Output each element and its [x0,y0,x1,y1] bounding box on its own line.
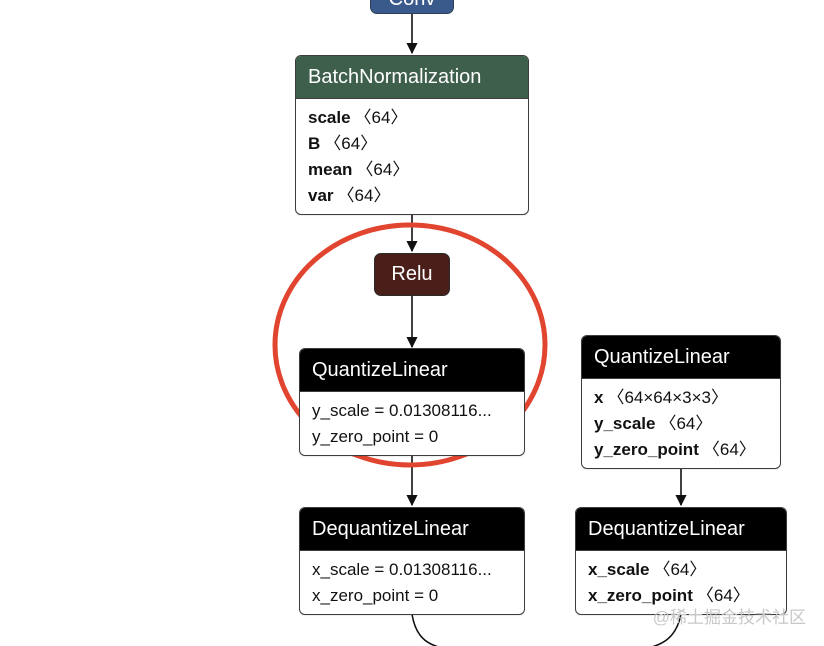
edge-outgoing-left [411,613,438,646]
quantize-right-node[interactable]: QuantizeLinear x〈64×64×3×3〉 y_scale〈64〉 … [581,335,781,469]
conv-label: Conv [389,0,436,11]
batchnorm-attributes: scale〈64〉 B〈64〉 mean〈64〉 var〈64〉 [296,98,528,214]
dequantize-left-header: DequantizeLinear [300,508,524,550]
batchnorm-attr-b: B〈64〉 [308,134,378,153]
quantize-left-label: QuantizeLinear [312,359,448,381]
relu-node[interactable]: Relu [374,253,450,296]
dequantize-right-node[interactable]: DequantizeLinear x_scale〈64〉 x_zero_poin… [575,507,787,615]
watermark: @稀土掘金技术社区 [652,608,806,627]
dequantize-left-attr-x-scale: x_scale = 0.01308116... [312,560,492,579]
dequantize-left-node[interactable]: DequantizeLinear x_scale = 0.01308116...… [299,507,525,615]
batchnorm-label: BatchNormalization [308,66,482,88]
batchnorm-attr-scale: scale〈64〉 [308,108,408,127]
dequantize-left-label: DequantizeLinear [312,518,469,540]
dequantize-right-header: DequantizeLinear [576,508,786,550]
quantize-left-node[interactable]: QuantizeLinear y_scale = 0.01308116... y… [299,348,525,456]
conv-node[interactable]: Conv [370,0,454,14]
quantize-right-attr-y-scale: y_scale〈64〉 [594,414,713,433]
dequantize-left-attributes: x_scale = 0.01308116... x_zero_point = 0 [300,550,524,614]
batchnorm-attr-mean: mean〈64〉 [308,160,410,179]
quantize-right-label: QuantizeLinear [594,346,730,368]
edge-outgoing-right [652,613,682,646]
quantize-right-header: QuantizeLinear [582,336,780,378]
quantize-right-attr-y-zero-point: y_zero_point〈64〉 [594,440,756,459]
quantize-right-attr-x: x〈64×64×3×3〉 [594,388,728,407]
relu-label: Relu [391,263,433,285]
highlight-circle [272,222,548,468]
dequantize-left-attr-x-zero-point: x_zero_point = 0 [312,586,439,605]
dequantize-right-label: DequantizeLinear [588,518,745,540]
batchnorm-header: BatchNormalization [296,56,528,98]
quantize-left-header: QuantizeLinear [300,349,524,391]
batchnorm-node[interactable]: BatchNormalization scale〈64〉 B〈64〉 mean〈… [295,55,529,215]
dequantize-right-attr-x-scale: x_scale〈64〉 [588,560,707,579]
quantize-left-attr-y-zero-point: y_zero_point = 0 [312,427,439,446]
dequantize-right-attr-x-zero-point: x_zero_point〈64〉 [588,586,750,605]
dequantize-right-attributes: x_scale〈64〉 x_zero_point〈64〉 [576,550,786,614]
quantize-left-attributes: y_scale = 0.01308116... y_zero_point = 0 [300,391,524,455]
quantize-right-attributes: x〈64×64×3×3〉 y_scale〈64〉 y_zero_point〈64… [582,378,780,468]
batchnorm-attr-var: var〈64〉 [308,186,391,205]
quantize-left-attr-y-scale: y_scale = 0.01308116... [312,401,492,420]
